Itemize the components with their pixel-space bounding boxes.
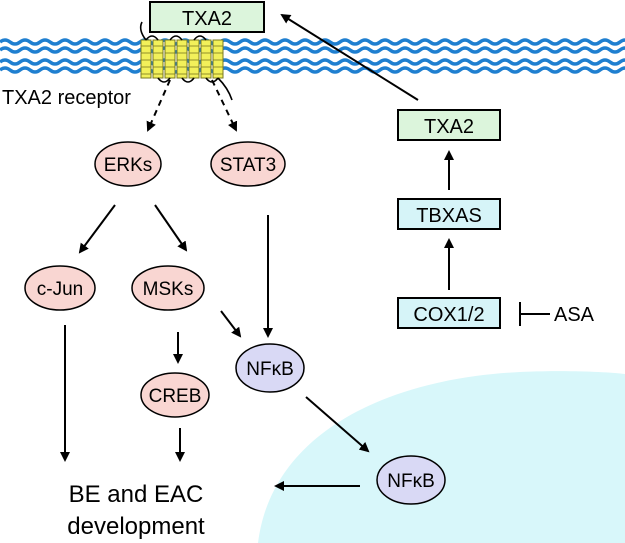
receptor-loop [193,35,207,41]
receptor-label: TXA2 receptor [2,87,131,109]
stat3-node [210,141,286,187]
tbxas-box [397,198,501,230]
cjun-node [24,265,96,311]
nfkb-nucleus-node [376,455,446,505]
txa2-receptor [139,21,233,101]
stat3-label: STAT3 [220,155,276,176]
receptor-loop [157,77,171,83]
arrow-msks-to-nfkb [220,310,242,338]
receptor-loop [169,35,183,41]
nfkb-nucleus-label: NFκB [387,471,435,492]
creb-node [140,372,210,418]
creb-label: CREB [149,386,202,407]
arrow-receptor-to-stat3 [211,79,238,132]
txa2-ligand-box [149,1,265,33]
arrow-nfkb-translocation [305,396,370,453]
receptor-c-tail [217,77,233,101]
txa2-product-box [397,109,501,141]
nucleus-region [258,371,625,543]
outcome-line-2: development [67,513,205,540]
membrane-lipid-row [0,38,625,46]
erks-label: ERKs [104,155,153,176]
receptor-n-tail [139,21,147,41]
erks-node [94,141,162,187]
membrane-lipid-row [0,46,625,54]
cox-box [397,297,501,329]
arrow-erks-to-cjun [78,204,116,254]
msks-node [131,265,205,311]
asa-label: ASA [554,304,595,326]
arrow-receptor-to-erks [146,79,171,132]
arrow-erks-to-msks [154,204,188,252]
membrane-lipid-row [0,58,625,66]
txa2-ligand-label: TXA2 [182,8,232,30]
receptor-loop [181,77,195,83]
msks-label: MSKs [143,279,194,300]
nfkb-cytoplasm-node [235,343,305,393]
arrow-txa2-to-ligand [280,13,419,101]
cox-label: COX1/2 [413,304,484,326]
outcome-line-1: BE and EAC [69,481,204,508]
txa2-product-label: TXA2 [424,116,474,138]
cjun-label: c-Jun [37,279,83,300]
receptor-loop [145,35,159,41]
cell-membrane [0,38,625,74]
membrane-lipid-row [0,66,625,74]
nfkb-cytoplasm-label: NFκB [246,359,294,380]
tbxas-label: TBXAS [416,205,482,227]
